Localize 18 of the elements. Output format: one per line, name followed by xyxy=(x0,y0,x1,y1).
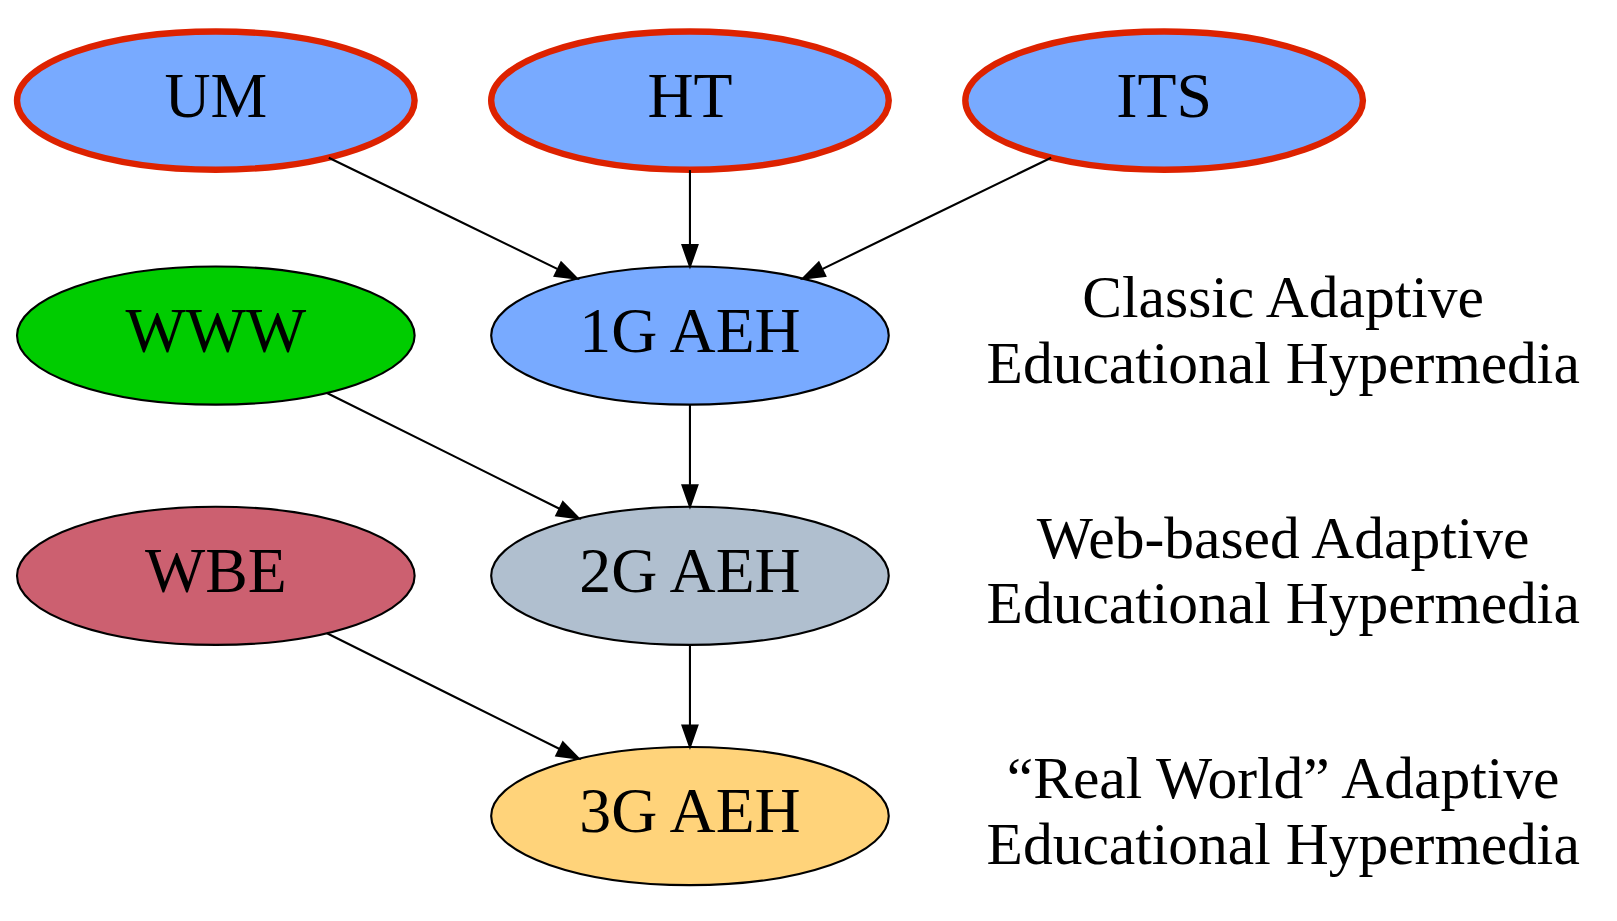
node-label: “Real World” Adaptive Educational Hypermedia xyxy=(986,744,1580,877)
arrow xyxy=(326,391,582,520)
node-label: Web-based Adaptive Educational Hypermedia xyxy=(986,504,1580,636)
arrow xyxy=(800,156,1052,280)
node-ellipse: WWW xyxy=(15,264,416,406)
node-label: Classic Adaptive Educational Hypermedia xyxy=(986,263,1580,396)
node-ellipse: UM xyxy=(13,27,418,173)
arrow xyxy=(328,156,580,280)
node-ellipse: 2G AEH xyxy=(490,505,890,646)
node-ellipse: ITS xyxy=(962,27,1367,173)
node-ellipse: WBE xyxy=(15,505,416,646)
node-ellipse: 1G AEH xyxy=(490,264,890,406)
arrow xyxy=(326,631,582,760)
node-ellipse: 3G AEH xyxy=(490,745,890,886)
arrow xyxy=(681,169,699,270)
arrow xyxy=(681,404,699,510)
node-ellipse: HT xyxy=(487,27,892,173)
arrow xyxy=(681,644,699,750)
